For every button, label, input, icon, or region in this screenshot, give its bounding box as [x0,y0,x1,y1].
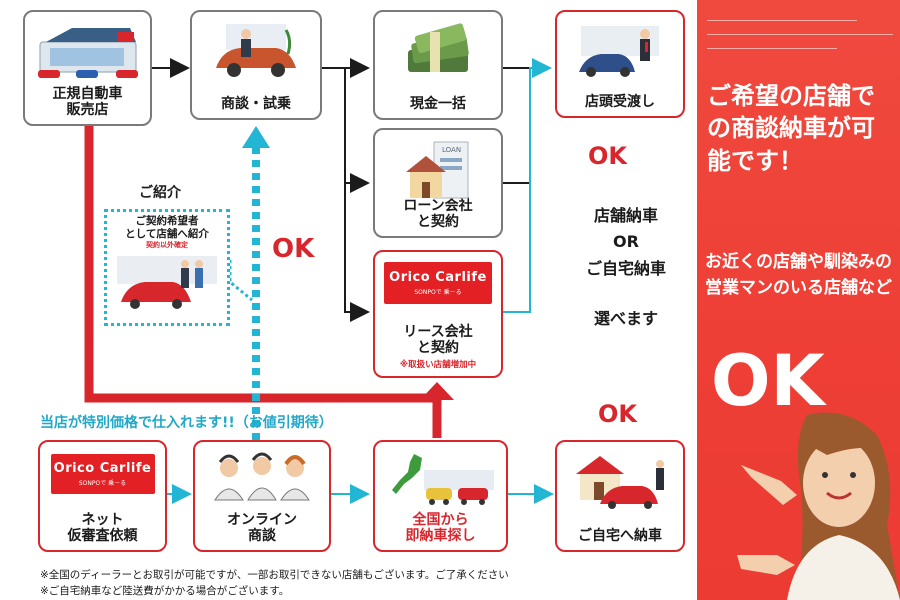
option-or: OR [613,232,639,252]
net-screening-label: ネット 仮審査依頼 [67,511,138,544]
store-delivery-box: 店頭受渡し [555,10,685,118]
nationwide-label: 全国から 即納車探し [405,511,476,544]
dotted-arrowhead [242,126,270,148]
cash-label: 現金一括 [410,95,466,112]
option-home: ご自宅納車 [585,258,666,278]
center-option-text: 店舗納車 OR ご自宅納車 選べます [566,203,686,333]
merge-cash-loan [503,67,531,184]
negotiation-label: 商談・試乗 [221,95,291,112]
option-store: 店舗納車 [593,206,658,225]
online-label: オンライン 商談 [227,511,297,544]
ok-mark-3: OK [598,400,637,428]
intro-label: ご紹介 [139,185,181,201]
operators-icon [195,450,329,506]
intro-box: ご契約希望者 として店舗へ紹介 契約以外確定 [104,209,230,326]
loan-building-icon: LOAN [375,138,501,204]
loan-box: LOAN ローン会社 と契約 [373,128,503,238]
intro-note: 契約以外確定 [146,241,188,250]
store-delivery-label: 店頭受渡し [585,93,655,110]
loan-label: ローン会社 と契約 [403,197,473,230]
dealer-label: 正規自動車 販売店 [52,85,123,118]
intro-line2: として店舗へ紹介 [125,227,209,240]
footnote-2: ※ご自宅納車など陸送費がかかる場合がございます。 [40,585,290,598]
woman-illustration [737,405,900,600]
panel-body: お近くの店舗や馴染みの営業マンのいる店舗など [705,252,892,298]
panel-ok-mark: OK [711,340,825,422]
lease-label: リース会社 と契約 [403,323,473,356]
cash-box: 現金一括 [373,10,503,120]
promo-panel: ご希望の店舗での商談納車が可能です！ お近くの店舗や馴染みの営業マンのいる店舗な… [697,0,900,600]
connector-lines [84,58,554,504]
handshake-icon [107,254,227,310]
money-stack-icon [375,20,501,80]
orico-carlife-logo-2: Orico Carlife SONPOで 乗－る [50,454,155,494]
net-screening-box: Orico Carlife SONPOで 乗－る ネット 仮審査依頼 [38,440,167,552]
ok-mark-2: OK [272,234,315,264]
home-delivery-icon [557,450,683,510]
negotiation-box: 商談・試乗 [190,10,322,120]
dealership-icon [25,20,150,82]
panel-headline: ご希望の店舗での商談納車が可能です！ [707,82,875,175]
intro-line1: ご契約希望者 [135,215,199,227]
orico-carlife-logo: Orico Carlife SONPOで 乗－る [384,262,492,304]
special-price-text: 当店が特別価格で仕入れます!!（お値引期待） [40,415,333,431]
test-drive-icon [192,20,320,80]
lease-note: ※取扱い店舗増加中 [399,360,477,370]
footnotes: ※全国のディーラーとお取引が可能ですが、一部お取引できない店舗もございます。ご了… [40,567,509,600]
home-delivery-box: ご自宅へ納車 [555,440,685,552]
japan-map-cars-icon [375,450,506,508]
dealer-box: 正規自動車 販売店 [23,10,152,126]
footnote-1: ※全国のディーラーとお取引が可能ですが、一部お取引できない店舗もございます。ご了… [40,569,509,581]
online-box: オンライン 商談 [193,440,331,552]
loan-sign-text: LOAN [442,146,461,154]
arrow-to-store-delivery [503,58,552,313]
store-handover-icon [557,20,683,80]
lease-box: Orico Carlife SONPOで 乗－る リース会社 と契約 ※取扱い店… [373,250,503,378]
option-choose: 選べます [593,309,658,329]
ok-mark-1: OK [588,142,627,170]
nationwide-box: 全国から 即納車探し [373,440,508,552]
red-dealer-path [84,126,442,438]
home-delivery-label: ご自宅へ納車 [578,527,662,544]
red-arrowhead [420,382,454,400]
arrow-to-lease [322,67,370,322]
